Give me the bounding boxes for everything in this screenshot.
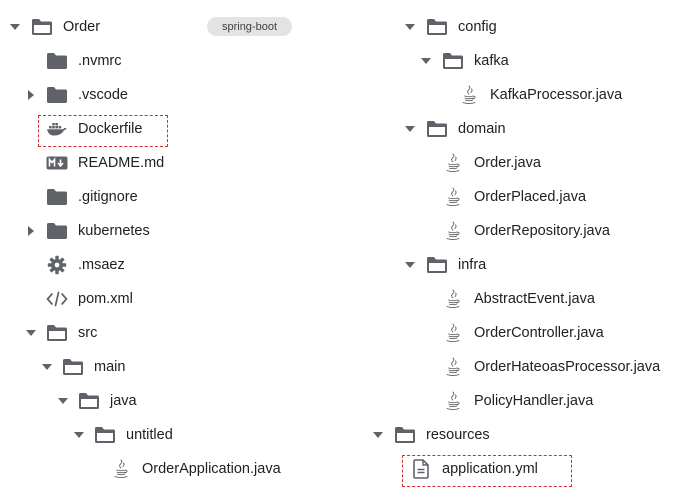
tree-item-label: config [458, 18, 497, 35]
java-icon [441, 185, 465, 209]
tree-item-label: kafka [474, 52, 509, 69]
tree-item-label: src [78, 324, 98, 341]
tree-item-label: PolicyHandler.java [474, 392, 594, 409]
tree-item-label: Order.java [474, 154, 541, 171]
chevron-down-icon[interactable] [23, 325, 39, 341]
java-icon [109, 457, 133, 481]
folder-open-icon [93, 423, 117, 447]
folder-open-icon [425, 15, 449, 39]
tree-item-label: README.md [78, 154, 165, 171]
folder-icon [45, 49, 69, 73]
tree-item-label: resources [426, 426, 490, 443]
chevron-right-icon[interactable] [23, 223, 39, 239]
tree-item-label: Dockerfile [78, 120, 143, 137]
chevron-down-icon[interactable] [402, 257, 418, 273]
chevron-down-icon[interactable] [7, 19, 23, 35]
file-icon [409, 457, 433, 481]
gear-icon [45, 253, 69, 277]
chevron-right-icon[interactable] [23, 87, 39, 103]
docker-icon [45, 117, 69, 141]
tree-item-label: OrderHateoasProcessor.java [474, 358, 661, 375]
tree-item-label: OrderRepository.java [474, 222, 610, 239]
folder-icon [45, 185, 69, 209]
tree-item-label: OrderController.java [474, 324, 604, 341]
java-icon [441, 355, 465, 379]
code-icon [45, 287, 69, 311]
tree-item-label: untitled [126, 426, 173, 443]
chevron-down-icon[interactable] [402, 19, 418, 35]
folder-open-icon [393, 423, 417, 447]
tree-item-label: OrderApplication.java [142, 460, 281, 477]
java-icon [441, 287, 465, 311]
highlight-box [38, 115, 168, 147]
java-icon [441, 219, 465, 243]
tree-item-label: KafkaProcessor.java [490, 86, 623, 103]
folder-open-icon [425, 253, 449, 277]
tree-item-label: .gitignore [78, 188, 138, 205]
java-icon [441, 389, 465, 413]
tree-item-label: java [110, 392, 137, 409]
folder-open-icon [425, 117, 449, 141]
tree-item-label: .nvmrc [78, 52, 122, 69]
tree-item-label: kubernetes [78, 222, 150, 239]
folder-open-icon [45, 321, 69, 345]
chevron-down-icon[interactable] [39, 359, 55, 375]
chevron-down-icon[interactable] [402, 121, 418, 137]
java-icon [441, 321, 465, 345]
tree-item-label: application.yml [442, 460, 538, 477]
folder-open-icon [30, 15, 54, 39]
chevron-down-icon[interactable] [71, 427, 87, 443]
markdown-icon [45, 151, 69, 175]
folder-open-icon [77, 389, 101, 413]
tree-item-label: OrderPlaced.java [474, 188, 587, 205]
tree-item-label: main [94, 358, 126, 375]
tree-item-label: .msaez [78, 256, 125, 273]
tree-item-label: pom.xml [78, 290, 133, 307]
highlight-box [402, 455, 572, 487]
tree-item-label: AbstractEvent.java [474, 290, 595, 307]
tree-item-label: infra [458, 256, 487, 273]
folder-open-icon [441, 49, 465, 73]
java-icon [457, 83, 481, 107]
tree-item-label: .vscode [78, 86, 128, 103]
folder-icon [45, 219, 69, 243]
tree-item-label: Order [63, 18, 101, 35]
chevron-down-icon[interactable] [55, 393, 71, 409]
java-icon [441, 151, 465, 175]
chevron-down-icon[interactable] [370, 427, 386, 443]
folder-icon [45, 83, 69, 107]
chevron-down-icon[interactable] [418, 53, 434, 69]
tree-item-label: domain [458, 120, 506, 137]
spring-boot-badge: spring-boot [207, 17, 292, 36]
folder-open-icon [61, 355, 85, 379]
